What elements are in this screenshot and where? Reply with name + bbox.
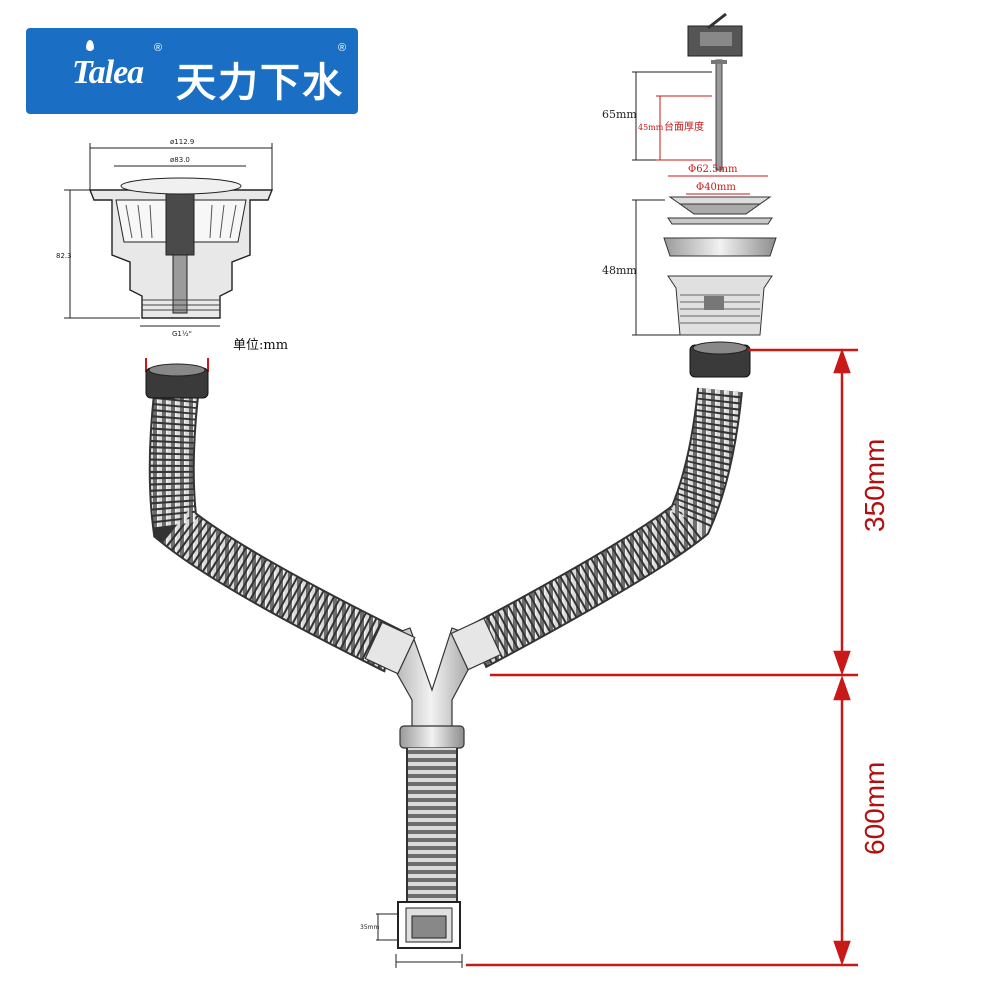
hose-rib xyxy=(408,790,456,794)
lower-hose-ribs xyxy=(408,750,456,898)
seal-ring xyxy=(663,237,777,257)
thread-lines xyxy=(142,299,220,311)
left-hose xyxy=(150,392,405,671)
hose-rib xyxy=(408,830,456,834)
bolt-length-label: 65mm xyxy=(602,108,637,121)
drain-diameter-label: Φ40mm xyxy=(696,182,736,193)
top-nut-lever xyxy=(707,12,727,30)
registered-mark-2: ® xyxy=(338,42,347,54)
outer-diameter-label: ø112.9 xyxy=(170,138,194,146)
hose-rib xyxy=(408,822,456,826)
flange xyxy=(668,196,772,205)
hose-rib xyxy=(408,870,456,874)
hose-rib xyxy=(408,894,456,898)
hose-rib xyxy=(408,798,456,802)
height-label: 82.3 xyxy=(56,252,72,260)
arrow-up-icon xyxy=(833,348,851,374)
logo-chinese-name: 天力下水 xyxy=(176,60,344,106)
hose-rib xyxy=(408,766,456,770)
hose-rib xyxy=(408,886,456,890)
hose-rib xyxy=(408,750,456,754)
strainer-stem xyxy=(172,254,188,314)
arrow-down-icon xyxy=(833,650,851,676)
countertop-dim xyxy=(656,95,768,195)
bolt-head xyxy=(711,60,727,64)
hose-rib xyxy=(408,854,456,858)
lower-length-label: 600mm xyxy=(859,762,890,855)
flange-diameter-label: Φ62.5mm xyxy=(688,164,738,175)
strainer-post xyxy=(165,184,195,256)
thread-label: G1½" xyxy=(172,330,192,338)
strainer-drawing xyxy=(64,143,274,327)
hose-rib xyxy=(408,806,456,810)
outlet-fitting xyxy=(376,901,463,968)
inner-diameter-label: ø83.0 xyxy=(170,156,190,164)
arrow-up-icon xyxy=(833,675,851,701)
countertop-thickness-label: 台面厚度 xyxy=(664,120,704,133)
washer xyxy=(667,217,773,225)
arrow-down-icon xyxy=(833,940,851,966)
right-hose xyxy=(465,387,741,667)
outlet-height-label: 35mm xyxy=(360,924,379,931)
hose-rib xyxy=(408,814,456,818)
unit-label: 单位:mm xyxy=(233,338,289,353)
y-connector xyxy=(364,617,502,749)
basket-slots xyxy=(125,204,237,239)
hose-rib xyxy=(408,862,456,866)
flange-cup xyxy=(678,203,762,215)
logo-brand-text: Talea xyxy=(72,54,144,91)
body-height-label: 48mm xyxy=(602,264,637,277)
registered-mark: ® xyxy=(154,42,163,54)
fitting-drawing xyxy=(632,12,777,336)
upper-length-label: 350mm xyxy=(859,439,890,532)
right-hose-outline xyxy=(464,387,743,669)
overflow-port xyxy=(704,296,724,310)
water-drop-icon xyxy=(86,40,94,51)
brand-logo: Talea ® 天力下水 ® xyxy=(26,28,358,114)
hose-rib xyxy=(408,774,456,778)
countertop-range-label: 45mm xyxy=(638,123,664,132)
hose-rib xyxy=(408,878,456,882)
hose-rib xyxy=(408,838,456,842)
hose-rib xyxy=(408,758,456,762)
hose-rib xyxy=(408,782,456,786)
top-nut-face xyxy=(700,32,732,46)
hose-rib xyxy=(408,846,456,850)
red-dimensions xyxy=(466,348,858,967)
strainer-cap xyxy=(120,177,242,195)
right-inlet-rim xyxy=(692,341,748,355)
bolt xyxy=(715,59,723,171)
left-inlet-rim xyxy=(148,363,206,377)
